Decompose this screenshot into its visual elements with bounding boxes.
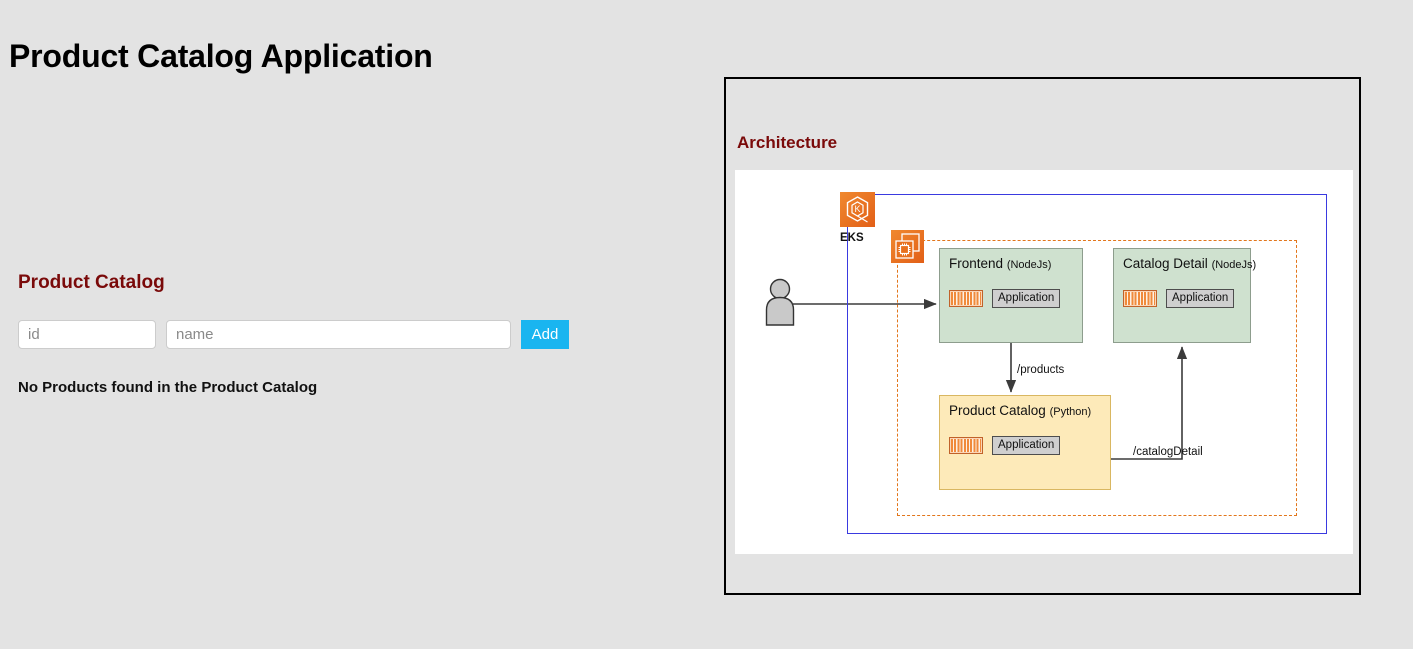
service-title-frontend: Frontend (NodeJs) (949, 256, 1051, 271)
ec2-instances-icon (891, 230, 924, 263)
service-tech-product-catalog: (Python) (1049, 406, 1092, 418)
page-title: Product Catalog Application (9, 38, 433, 75)
service-tech-catalog-detail: (NodeJs) (1211, 259, 1257, 271)
user-actor-icon (763, 278, 797, 326)
service-row-product-catalog: Application (949, 436, 1061, 455)
service-box-catalog-detail[interactable]: Catalog Detail (NodeJs) Application (1113, 248, 1256, 343)
application-chip: Application (992, 436, 1061, 455)
service-row-frontend: Application (949, 289, 1061, 308)
eks-cluster-label: EKS (840, 232, 864, 244)
svg-text:K: K (854, 204, 860, 214)
service-box-frontend[interactable]: Frontend (NodeJs) Application (939, 248, 1083, 343)
eks-cluster-boundary (847, 194, 1327, 534)
eks-icon: K (840, 192, 875, 227)
product-id-input[interactable] (18, 320, 156, 349)
architecture-heading: Architecture (737, 133, 838, 152)
application-chip: Application (1166, 289, 1235, 308)
container-stripes-icon (949, 290, 983, 307)
add-product-button[interactable]: Add (521, 320, 569, 349)
service-tech-frontend: (NodeJs) (1006, 259, 1052, 271)
architecture-panel: Architecture (724, 77, 1361, 595)
application-chip: Application (992, 289, 1061, 308)
container-stripes-icon (1123, 290, 1157, 307)
service-name-catalog-detail: Catalog Detail (1123, 256, 1208, 271)
service-title-product-catalog: Product Catalog (Python) (949, 403, 1091, 418)
edge-label-products: /products (1017, 364, 1065, 376)
service-box-product-catalog[interactable]: Product Catalog (Python) Application (939, 395, 1111, 490)
service-row-catalog-detail: Application (1123, 289, 1235, 308)
architecture-diagram: K EKS (735, 170, 1353, 554)
product-catalog-heading: Product Catalog (18, 272, 165, 293)
edge-label-catalog-detail: /catalogDetail (1133, 446, 1203, 458)
service-name-product-catalog: Product Catalog (949, 403, 1046, 418)
service-title-catalog-detail: Catalog Detail (NodeJs) (1123, 256, 1256, 271)
add-product-form: Add (18, 320, 569, 349)
container-stripes-icon (949, 437, 983, 454)
service-name-frontend: Frontend (949, 256, 1004, 271)
empty-catalog-message: No Products found in the Product Catalog (18, 379, 318, 396)
product-name-input[interactable] (166, 320, 511, 349)
nodegroup-boundary (897, 240, 1297, 516)
